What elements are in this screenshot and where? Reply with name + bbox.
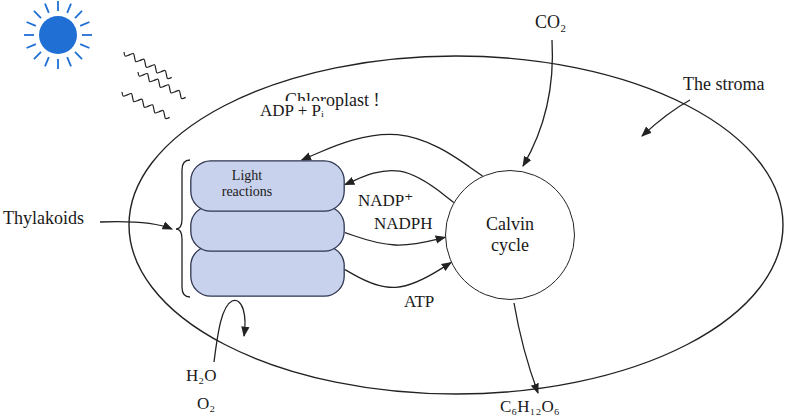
label-holder: O₂: [197, 394, 215, 414]
sun-ray: [57, 1, 59, 11]
structure-label: Thylakoids: [3, 208, 84, 229]
light-wave: [122, 92, 170, 119]
sun-ray: [82, 34, 92, 36]
molecule-label: H₂O: [186, 366, 216, 386]
edge-label-holder: ATP: [402, 292, 436, 312]
sun-ray: [80, 44, 89, 48]
molecule-label: C₆H₁₂O₆: [500, 397, 560, 417]
process-name: Calvin cycle: [473, 214, 547, 255]
edge-label-holder: NADPH: [372, 214, 435, 234]
label-holder: CO₂: [535, 12, 566, 33]
sun: [39, 16, 77, 54]
sun-ray: [24, 34, 34, 36]
sun-rays: [24, 1, 92, 69]
label-holder: The stroma: [683, 74, 764, 95]
molecule-label: O₂: [197, 394, 215, 414]
thylakoid-stack: Light reactions: [190, 160, 345, 297]
sun-ray: [67, 4, 71, 13]
thylakoid-discs: [190, 160, 345, 297]
edge-label-holder: NADP⁺: [356, 191, 415, 211]
process-name: Light reactions: [208, 168, 286, 200]
label-holder: Thylakoids: [3, 208, 84, 229]
sun-ray: [80, 22, 89, 26]
sun-ray: [27, 22, 36, 26]
molecule-label: NADPH: [372, 214, 435, 234]
label-holder: C₆H₁₂O₆: [500, 397, 560, 417]
sun-ray: [75, 52, 82, 59]
sun-ray: [75, 11, 82, 18]
brace: [176, 160, 190, 297]
sun-ray: [57, 59, 59, 69]
chloroplast-ellipse: Chloroplast !Light reactionsCalvin cycle: [128, 55, 784, 395]
light-wave: [138, 72, 186, 99]
label-holder: H₂O: [186, 366, 216, 386]
calvin-cycle-circle: Calvin cycle: [445, 170, 575, 300]
structure-label: The stroma: [683, 74, 764, 95]
sun-ray: [34, 52, 41, 59]
molecule-label: ATP: [402, 292, 436, 312]
co2-arrow: [523, 40, 552, 166]
sun-ray: [45, 57, 49, 66]
sun-ray: [67, 57, 71, 66]
thylakoid-pointer: [100, 222, 172, 229]
flow-arrow: [345, 233, 445, 245]
sun-ray: [27, 44, 36, 48]
sun-ray: [45, 4, 49, 13]
light-waves: [122, 52, 186, 119]
molecule-label: NADP⁺: [356, 191, 415, 211]
glucose-arrow: [514, 303, 538, 393]
molecule-label: CO₂: [535, 12, 566, 33]
stroma-pointer: [642, 100, 690, 136]
sun-ray: [34, 11, 41, 18]
edge-label-holder: ADP + Pᵢ: [258, 101, 326, 121]
molecule-label: ADP + Pᵢ: [258, 101, 326, 121]
flow-arrow: [345, 262, 451, 287]
